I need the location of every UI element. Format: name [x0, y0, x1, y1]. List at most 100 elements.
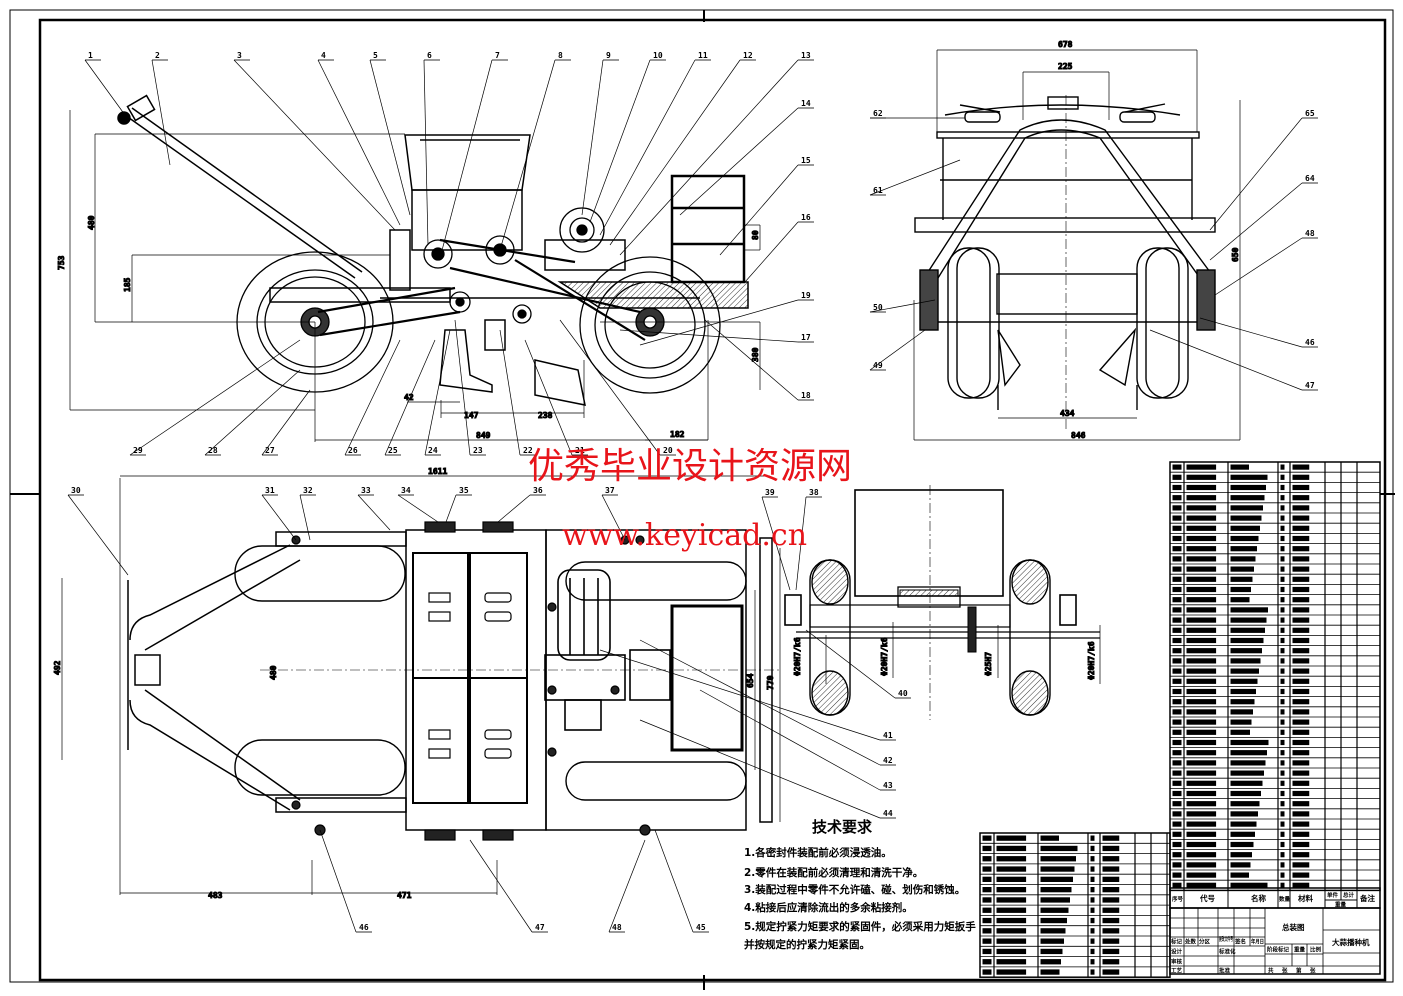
dim-225: 225: [1058, 62, 1073, 71]
tb-sheet-unit2: 张: [1310, 967, 1316, 975]
callout: 39: [761, 488, 791, 591]
bom-row: [1172, 668, 1310, 674]
dim-section-3: Φ25H7: [984, 652, 993, 676]
bom-table-lower: [979, 832, 1171, 978]
dim-483: 483: [208, 891, 223, 900]
callout: 21: [524, 339, 588, 456]
tech-req-item: 1.各密封件装配前必须浸透油。: [744, 846, 892, 859]
top-wheels: [234, 545, 747, 801]
dim-492: 492: [53, 660, 62, 675]
bom-row: [1172, 750, 1310, 756]
callout-label: 40: [898, 689, 908, 698]
bom-row: [1172, 841, 1310, 848]
callout: 18: [704, 319, 814, 401]
callout: 43: [699, 689, 896, 791]
callout-label: 27: [265, 446, 275, 455]
bom-row: [1172, 790, 1310, 797]
callout: 49: [869, 329, 926, 371]
tb-sheet-total: 共: [1268, 967, 1274, 975]
callout-label: 62: [873, 109, 883, 118]
callout-label: 17: [801, 333, 811, 342]
bom-col-remarks: 备注: [1359, 893, 1376, 903]
callout-label: 48: [612, 923, 622, 932]
callout: 16: [744, 213, 814, 283]
callout-label: 8: [558, 51, 563, 60]
callout-label: 44: [883, 809, 893, 818]
bom-row: [1172, 688, 1310, 695]
tb-label-mark: 标记: [1170, 938, 1183, 946]
front-handle: [944, 96, 1181, 123]
callout-label: 50: [873, 303, 883, 312]
callout-label: 30: [71, 486, 81, 495]
callout: 61: [869, 159, 961, 196]
handle-bar: [117, 94, 363, 279]
dim-section-2: Φ20H7/k6: [880, 637, 889, 676]
dim-182: 182: [670, 430, 685, 439]
side-dimensions: [69, 110, 770, 477]
top-dimensions: [61, 478, 781, 895]
bom-row: [982, 948, 1120, 955]
callout-label: 5: [373, 51, 378, 60]
bom-row: [982, 845, 1120, 852]
dim-471: 471: [397, 891, 412, 900]
bom-header: 序号 代号 名称 数量 材料 单件 总计 重量 备注: [1169, 887, 1381, 909]
callout: 23: [454, 319, 486, 456]
bom-col-material: 材料: [1298, 893, 1314, 903]
callout: 62: [870, 109, 965, 119]
callout: 40: [805, 629, 911, 699]
tb-role-approve: 批准: [1219, 967, 1231, 975]
bom-row: [982, 928, 1120, 934]
bom-row: [982, 835, 1120, 841]
dim-650: 650: [1231, 247, 1240, 262]
callout: 1: [84, 51, 126, 116]
callout-label: 35: [459, 486, 469, 495]
callout: 41: [599, 649, 896, 741]
bom-col-total-weight: 总计: [1343, 891, 1355, 899]
watermark-title: 优秀毕业设计资源网: [528, 446, 852, 487]
dim-1611: 1611: [428, 467, 447, 476]
callout: 46: [319, 829, 372, 933]
bom-row: [982, 887, 1120, 893]
callout: 47: [1149, 329, 1318, 391]
callout-label: 61: [873, 186, 883, 195]
bom-row: [1172, 484, 1310, 491]
top-handle: [127, 544, 301, 811]
bom-row: [1172, 852, 1310, 858]
dim-770: 770: [766, 675, 775, 690]
tb-label-sign: 签名: [1234, 938, 1246, 946]
callout: 28: [204, 369, 301, 456]
bom-row: [1172, 780, 1310, 786]
callout: 50: [869, 299, 936, 313]
callout: 35: [445, 486, 472, 523]
drive-sprockets: [423, 207, 605, 324]
callout: 42: [639, 639, 896, 766]
front-sprockets: [919, 269, 1216, 331]
callout-label: 37: [605, 486, 615, 495]
dim-846: 846: [1071, 431, 1086, 440]
tb-stage-label: 阶段标记: [1267, 946, 1290, 954]
top-sprockets: [291, 521, 651, 841]
watermark: 优秀毕业设计资源网 www.keyicad.cn: [528, 446, 852, 553]
callout: 12: [609, 51, 756, 246]
callout-label: 39: [765, 488, 775, 497]
callout-label: 48: [1305, 229, 1315, 238]
callout-label: 24: [428, 446, 438, 455]
tb-label-date: 年月日: [1251, 938, 1264, 946]
top-view: 492 480 483 471 654 770: [53, 478, 781, 901]
bom-row: [982, 876, 1120, 883]
tb-label-change: 更改文件号: [1219, 935, 1233, 943]
bom-row: [1172, 770, 1310, 776]
callout: 65: [1209, 109, 1318, 231]
callout-label: 25: [388, 446, 398, 455]
bom-row: [1172, 637, 1310, 644]
callout: 48: [1214, 229, 1318, 296]
tech-req-item: 并按规定的拧紧力矩紧固。: [744, 938, 870, 951]
product-name: 大蒜播种机: [1332, 937, 1370, 947]
bom-row: [1172, 821, 1310, 827]
bom-row: [1172, 566, 1310, 572]
dim-849: 849: [476, 431, 491, 440]
dim-42: 42: [404, 393, 414, 402]
